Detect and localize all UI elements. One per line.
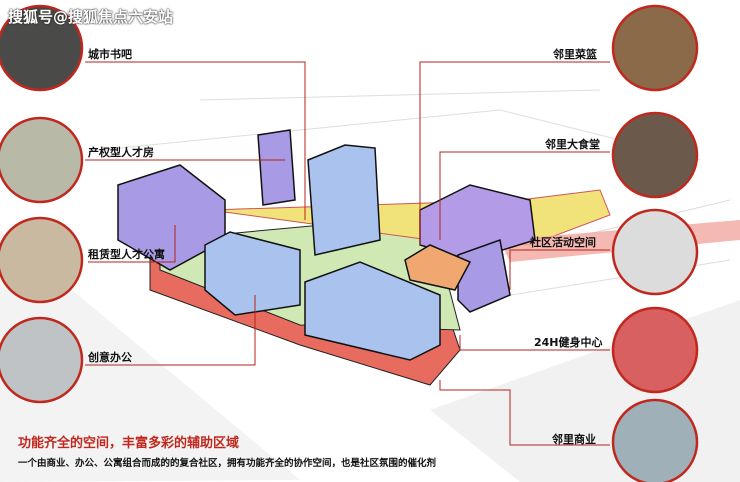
leader-lines [85,61,610,446]
label-talent-housing: 产权型人才房 [88,146,154,159]
subtitle: 一个由商业、办公、公寓组合而成的的复合社区，拥有功能齐全的协作空间，也是社区氛围… [18,458,437,469]
buildings [117,129,536,361]
bookbar-photo [0,4,84,92]
retail-photo [611,398,699,482]
label-creative-office: 创意办公 [88,351,132,364]
building-rental [204,231,301,316]
talent-housing-photo [0,116,84,204]
label-grocery: 邻里菜篮 [553,48,597,61]
label-canteen: 邻里大食堂 [545,138,600,151]
road [0,230,300,482]
building-office [304,261,441,361]
gym-photo [611,306,699,394]
watermark: 搜狐号@搜狐焦点六安站 [8,8,174,26]
label-city-bookbar: 城市书吧 [88,48,132,61]
grocery-photo [611,4,699,92]
label-retail: 邻里商业 [552,433,596,446]
activity-space-photo [611,208,699,296]
office-photo [0,316,84,404]
label-rental-apartment: 租赁型人才公寓 [88,248,165,261]
headline: 功能齐全的空间，丰富多彩的辅助区域 [18,436,240,451]
label-gym: 24H健身中心 [534,336,603,349]
photo-circles [0,4,699,482]
label-activity-space: 社区活动空间 [530,236,596,249]
rental-apartment-photo [0,216,84,304]
canteen-photo [611,111,699,199]
